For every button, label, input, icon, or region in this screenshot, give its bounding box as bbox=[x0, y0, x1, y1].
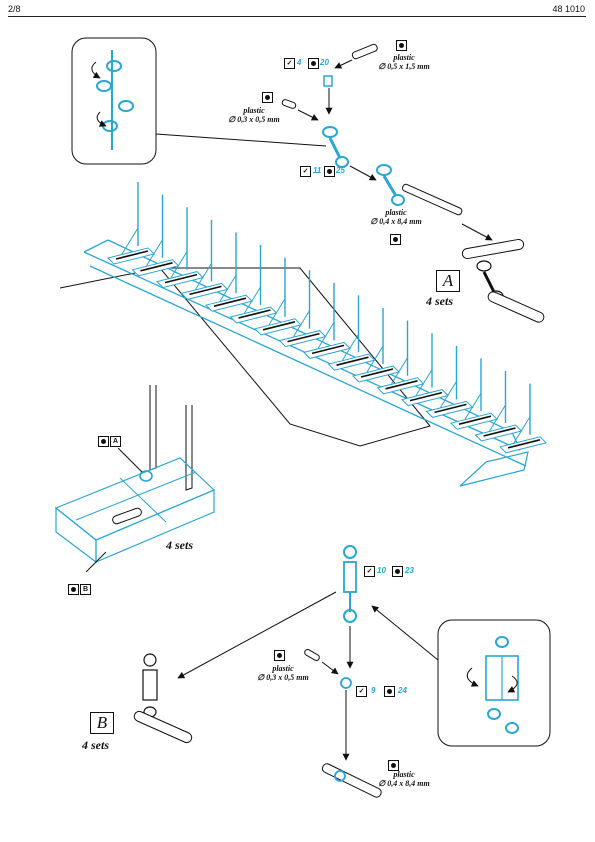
stair-tread bbox=[115, 250, 149, 260]
resin-icon bbox=[68, 584, 79, 595]
plastic-label-b: plastic∅ 0,3 x 0,5 mm bbox=[257, 664, 309, 682]
stair-brace bbox=[342, 333, 359, 361]
stair-tread bbox=[336, 356, 369, 366]
part-number-4: 4 bbox=[297, 58, 302, 67]
plastic-icon-mid bbox=[390, 234, 401, 245]
plastic-icon-top bbox=[396, 40, 407, 51]
part-23-link bbox=[177, 545, 357, 679]
stair-tread bbox=[409, 391, 443, 402]
part-11-link bbox=[376, 164, 493, 241]
plastic-label-mid: plastic∅ 0,4 x 8,4 mm bbox=[370, 208, 422, 226]
stair-brace bbox=[219, 274, 237, 302]
stair-tread bbox=[238, 309, 271, 319]
part-25-link bbox=[322, 126, 377, 181]
plastic-rod-bottom bbox=[321, 763, 382, 798]
resin-icon bbox=[384, 686, 395, 697]
part-number-25: 25 bbox=[336, 166, 345, 175]
stair-tread bbox=[434, 403, 467, 414]
plastic-rod-top bbox=[334, 43, 378, 69]
part-24-clip bbox=[340, 677, 352, 761]
stair-tread bbox=[140, 262, 173, 272]
plastic-rod-b bbox=[304, 649, 339, 675]
plastic-rod-left bbox=[281, 99, 319, 121]
assembly-b-sets: 4 sets bbox=[82, 738, 109, 752]
frame-sets: 4 sets bbox=[166, 538, 193, 552]
stair-brace bbox=[464, 392, 482, 420]
part-number-9: 9 bbox=[371, 686, 376, 695]
stair-tread bbox=[458, 415, 492, 425]
etch-icon: ✓ bbox=[284, 58, 295, 69]
stair-tread bbox=[360, 368, 394, 378]
assembly-a-sets: 4 sets bbox=[426, 294, 453, 308]
part-number-23: 23 bbox=[405, 566, 414, 575]
etch-icon: ✓ bbox=[364, 566, 375, 577]
stair-brace bbox=[391, 357, 408, 385]
stair-tread bbox=[287, 332, 320, 343]
stair-brace bbox=[317, 322, 335, 349]
stair-brace bbox=[121, 227, 139, 255]
stair-tread bbox=[385, 380, 418, 390]
plastic-label-bottom: plastic∅ 0,4 x 8,4 mm bbox=[378, 770, 430, 788]
stair-brace bbox=[489, 404, 506, 432]
stair-brace bbox=[268, 298, 286, 326]
stair-brace bbox=[513, 416, 531, 444]
stair-tread bbox=[164, 273, 198, 284]
stair-brace bbox=[415, 369, 433, 396]
detail-inset-top bbox=[71, 37, 157, 165]
resin-icon bbox=[324, 166, 335, 177]
resin-icon bbox=[308, 58, 319, 69]
assembly-b-letter: B bbox=[90, 712, 114, 734]
page-frame bbox=[8, 16, 586, 838]
assembly-b bbox=[133, 653, 193, 744]
assembly-a-letter: A bbox=[436, 270, 460, 292]
etch-icon: ✓ bbox=[300, 166, 311, 177]
stair-tread bbox=[507, 439, 541, 449]
detail-inset-bottom bbox=[437, 619, 551, 747]
part-number-10: 10 bbox=[377, 566, 386, 575]
stair-brace bbox=[440, 381, 457, 408]
etch-icon: ✓ bbox=[356, 686, 367, 697]
plastic-label-top: plastic∅ 0,5 x 1,5 mm bbox=[378, 53, 430, 71]
ref-b-box: B bbox=[80, 584, 91, 595]
stair-tread bbox=[262, 321, 296, 331]
stair-brace bbox=[146, 239, 163, 267]
plastic-icon-left bbox=[262, 92, 273, 103]
resin-icon bbox=[392, 566, 403, 577]
page-number: 2/8 bbox=[8, 4, 21, 14]
assembly-a bbox=[461, 238, 545, 323]
stair-tread bbox=[311, 344, 345, 355]
ref-a-box: A bbox=[110, 436, 121, 447]
part-number-11: 11 bbox=[313, 166, 322, 175]
stair-tread bbox=[213, 297, 247, 307]
product-code: 48 1010 bbox=[552, 4, 585, 14]
resin-icon bbox=[98, 436, 109, 447]
stair-brace bbox=[195, 263, 212, 290]
stair-brace bbox=[170, 251, 188, 278]
stair-brace bbox=[293, 310, 310, 337]
stair-steps bbox=[107, 182, 547, 454]
plastic-label-left: plastic∅ 0,3 x 0,5 mm bbox=[228, 106, 280, 124]
plastic-icon-b bbox=[274, 650, 285, 661]
stair-tread bbox=[189, 285, 222, 296]
part-20-bracket bbox=[323, 75, 333, 115]
stair-tread bbox=[483, 427, 516, 437]
frame-assembly bbox=[54, 385, 216, 573]
part-number-20: 20 bbox=[320, 58, 329, 67]
plastic-icon-bottom bbox=[388, 760, 399, 771]
stair-brace bbox=[244, 286, 261, 314]
stair-brace bbox=[366, 345, 384, 373]
part-number-24: 24 bbox=[398, 686, 407, 695]
